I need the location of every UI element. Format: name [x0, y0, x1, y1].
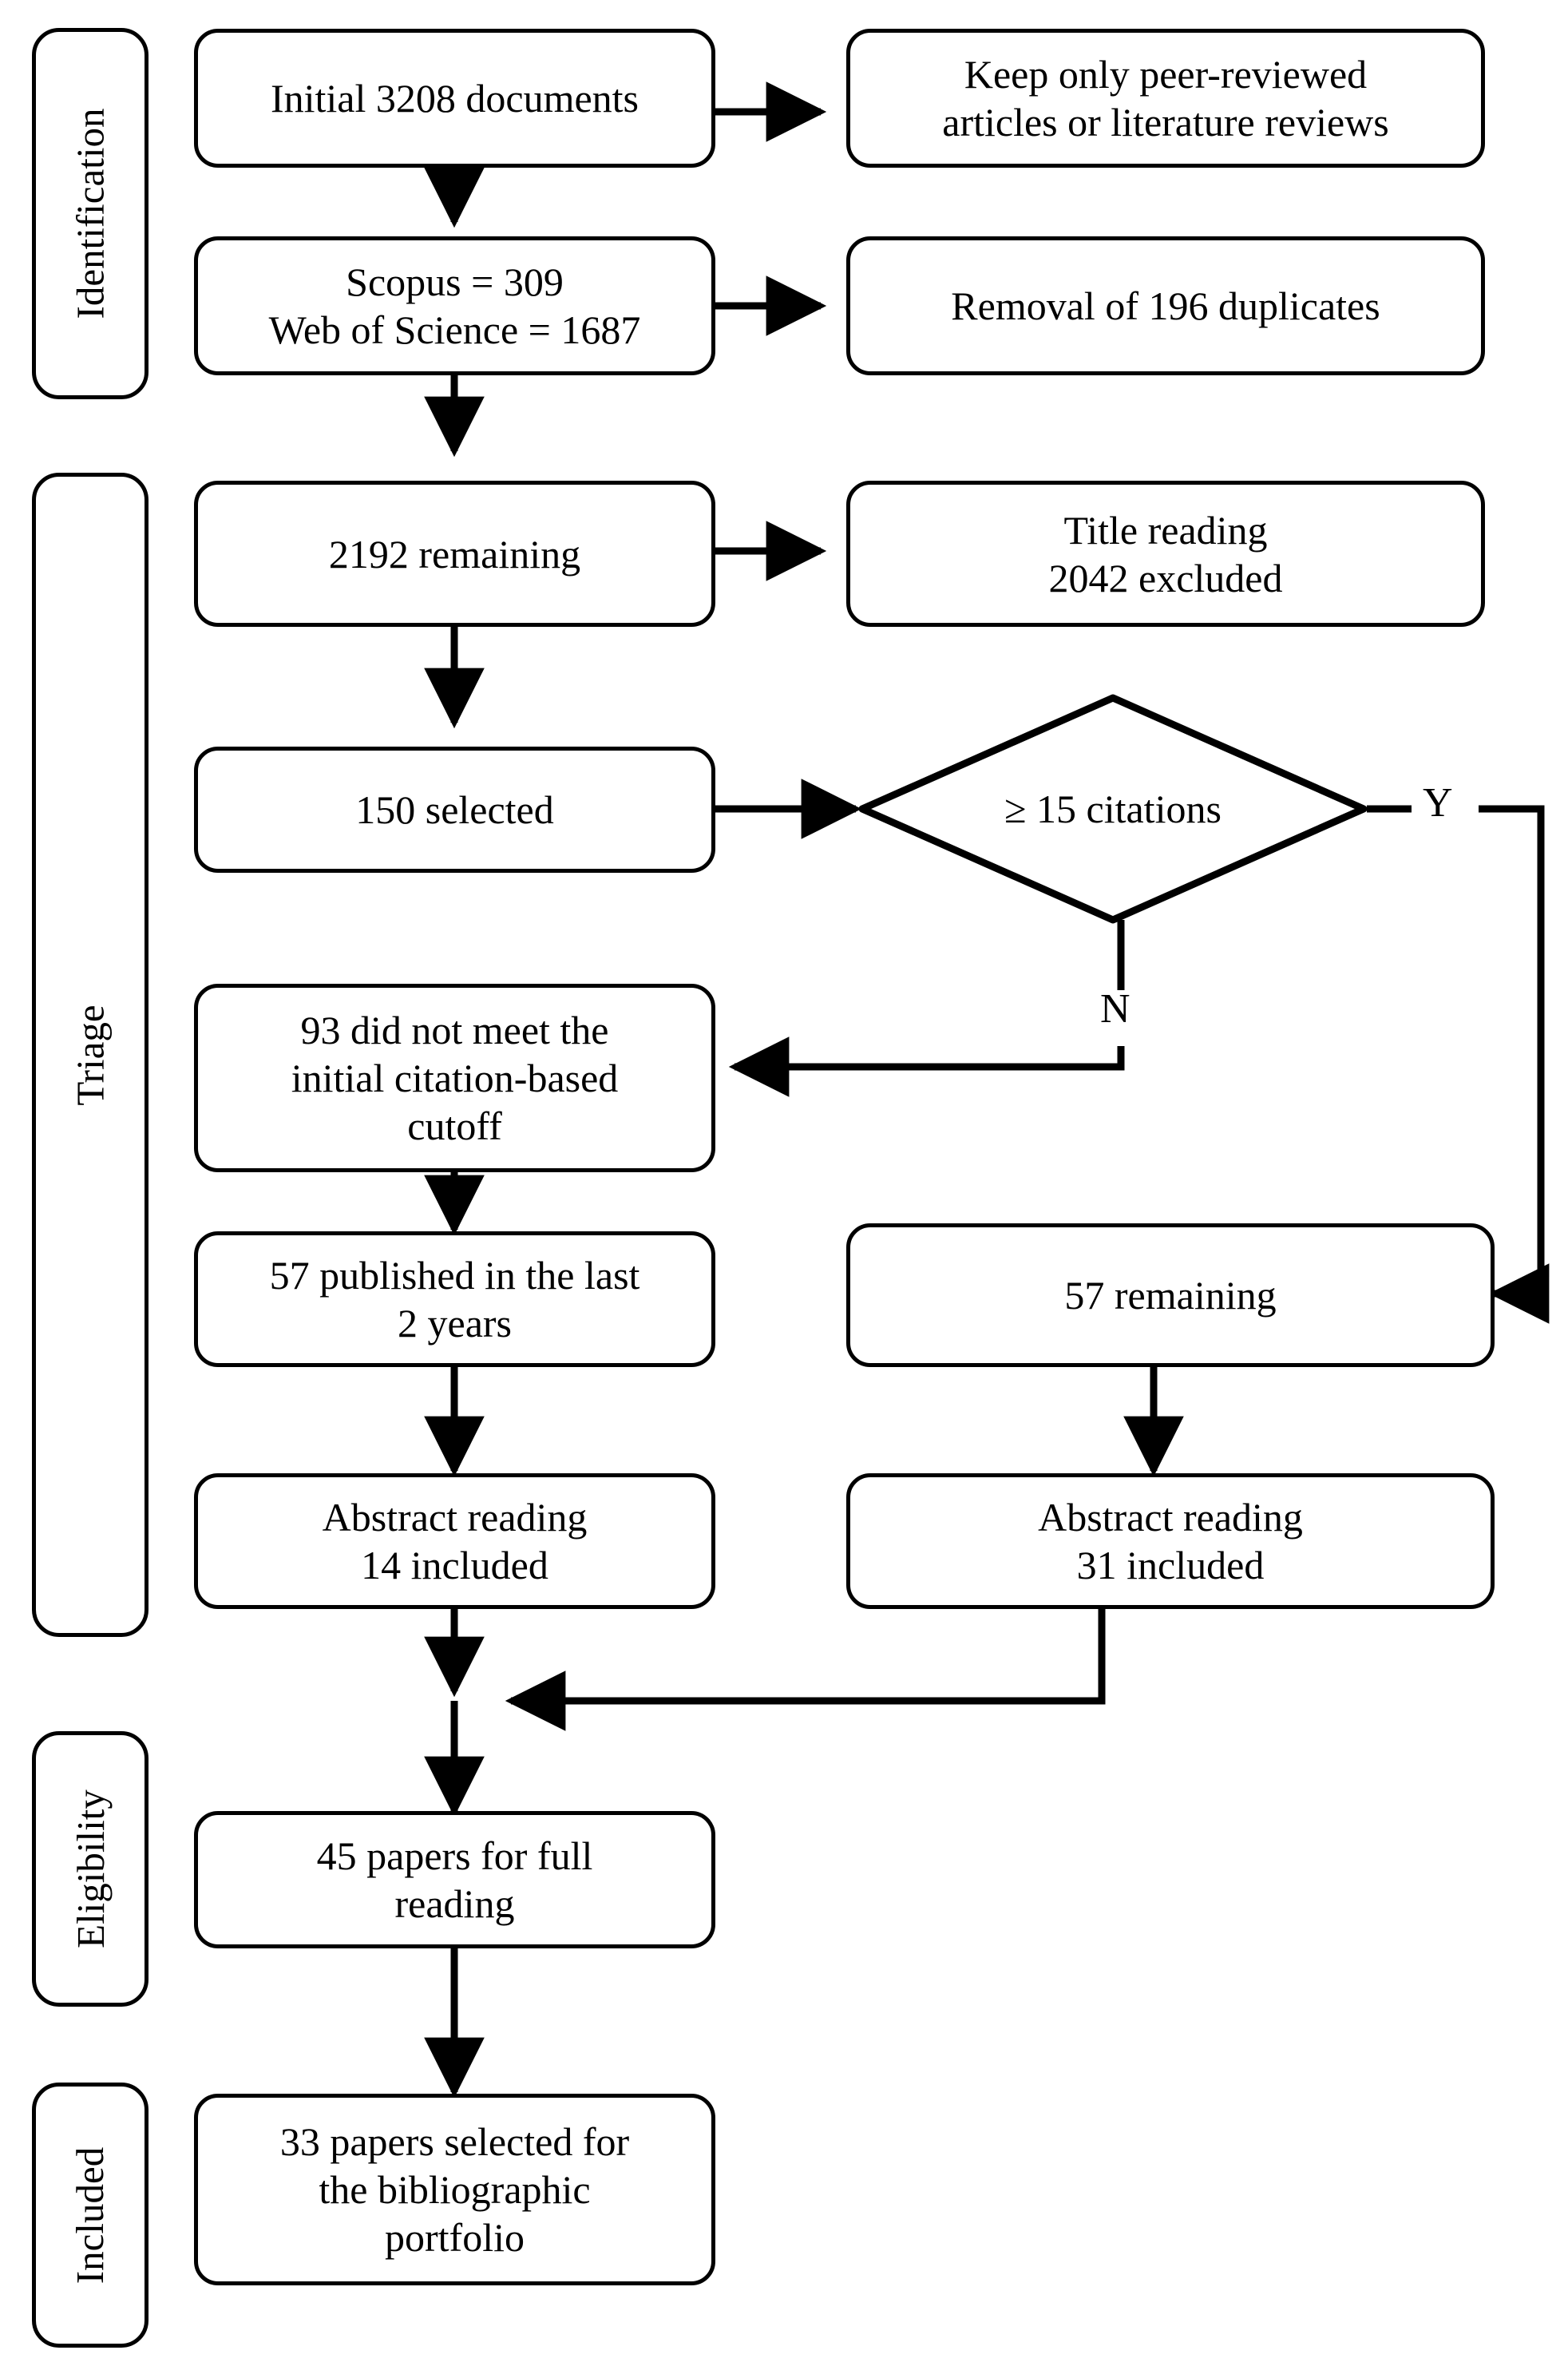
- stage-eligibility: Eligibility: [32, 1731, 148, 2007]
- node-citation-decision-label: ≥ 15 citations: [1004, 787, 1222, 831]
- node-citation-decision[interactable]: ≥ 15 citations: [856, 693, 1370, 925]
- node-databases[interactable]: Scopus = 309 Web of Science = 1687: [194, 236, 715, 375]
- branch-label-no: N: [1100, 986, 1130, 1032]
- node-full-reading-45-text: 45 papers for full reading: [316, 1833, 593, 1926]
- stage-included-label: Included: [68, 2146, 113, 2284]
- node-abstract-reading-right-text: Abstract reading 31 included: [1038, 1495, 1303, 1587]
- node-published-last-2-years-text: 57 published in the last 2 years: [269, 1253, 640, 1346]
- node-full-reading-45[interactable]: 45 papers for full reading: [194, 1811, 715, 1948]
- node-peer-reviewed-filter[interactable]: Keep only peer-reviewed articles or lite…: [846, 29, 1485, 168]
- node-abstract-reading-left[interactable]: Abstract reading 14 included: [194, 1473, 715, 1609]
- wire-decision-no-route: [728, 1036, 1125, 1097]
- node-published-last-2-years[interactable]: 57 published in the last 2 years: [194, 1231, 715, 1367]
- node-selected-150[interactable]: 150 selected: [194, 747, 715, 873]
- node-remaining-2192-text: 2192 remaining: [328, 531, 581, 577]
- node-title-reading[interactable]: Title reading 2042 excluded: [846, 481, 1485, 627]
- node-initial-documents-text: Initial 3208 documents: [270, 76, 639, 121]
- node-duplicate-removal-text: Removal of 196 duplicates: [951, 283, 1380, 328]
- stage-identification-label: Identification: [68, 108, 113, 319]
- node-title-reading-text: Title reading 2042 excluded: [1048, 507, 1283, 600]
- wire-abstractright-to-merge: [505, 1608, 1106, 1731]
- node-remaining-57[interactable]: 57 remaining: [846, 1223, 1495, 1367]
- node-citation-cutoff-93[interactable]: 93 did not meet the initial citation-bas…: [194, 984, 715, 1172]
- stage-eligibility-label: Eligibility: [68, 1789, 113, 1948]
- stage-triage-label: Triage: [68, 1004, 113, 1106]
- stage-included: Included: [32, 2083, 148, 2348]
- node-peer-reviewed-filter-text: Keep only peer-reviewed articles or lite…: [942, 52, 1389, 145]
- node-abstract-reading-left-text: Abstract reading 14 included: [322, 1495, 588, 1587]
- node-portfolio-33-text: 33 papers selected for the bibliographic…: [279, 2119, 630, 2260]
- node-portfolio-33[interactable]: 33 papers selected for the bibliographic…: [194, 2094, 715, 2285]
- stage-identification: Identification: [32, 28, 148, 399]
- node-abstract-reading-right[interactable]: Abstract reading 31 included: [846, 1473, 1495, 1609]
- node-duplicate-removal[interactable]: Removal of 196 duplicates: [846, 236, 1485, 375]
- node-citation-cutoff-93-text: 93 did not meet the initial citation-bas…: [291, 1008, 619, 1148]
- node-selected-150-text: 150 selected: [355, 787, 554, 832]
- node-remaining-57-text: 57 remaining: [1064, 1273, 1277, 1318]
- diamond-shape: [858, 694, 1368, 924]
- branch-label-yes: Y: [1423, 780, 1453, 826]
- stage-triage: Triage: [32, 473, 148, 1637]
- wire-decision-yes-route: [1479, 805, 1550, 1324]
- node-databases-text: Scopus = 309 Web of Science = 1687: [268, 260, 641, 352]
- node-remaining-2192[interactable]: 2192 remaining: [194, 481, 715, 627]
- node-initial-documents[interactable]: Initial 3208 documents: [194, 29, 715, 168]
